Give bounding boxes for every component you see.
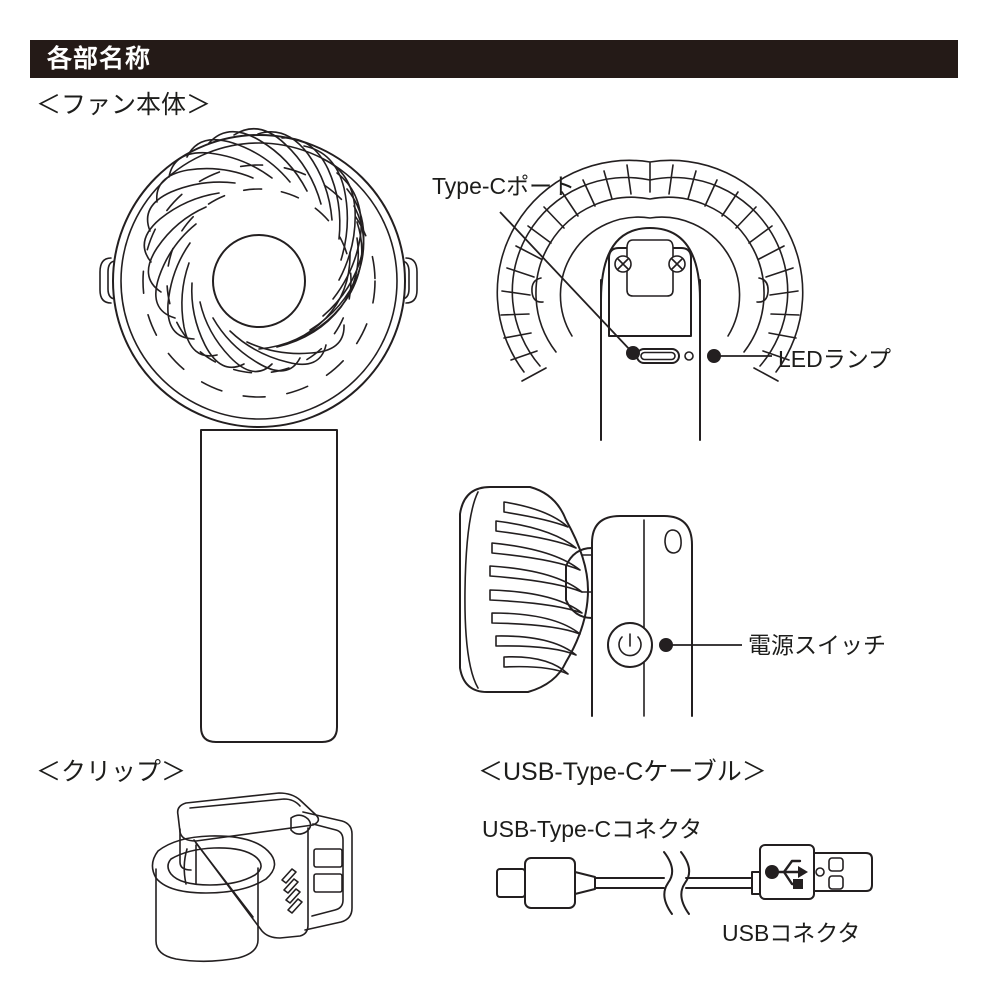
illustration-fan-side-view (459, 486, 742, 717)
usb-trident-icon (765, 859, 808, 889)
page-title: 各部名称 (47, 44, 152, 73)
leader-line-type-c (499, 211, 632, 352)
leader-dot-type-c (626, 346, 640, 360)
callout-label-power-switch: 電源スイッチ (748, 632, 886, 658)
callout-label-usb-connector: USBコネクタ (722, 920, 861, 946)
section-heading-clip: ＜クリップ＞ (36, 758, 187, 786)
type-c-port (636, 348, 680, 364)
cable-break-mark (663, 851, 674, 915)
power-switch-button (607, 622, 653, 668)
callout-label-led-lamp: LEDランプ (778, 346, 892, 372)
leader-dot-led (707, 349, 721, 363)
usb-a-plug-tip (813, 852, 873, 892)
page-header-bar: 各部名称 (30, 40, 958, 78)
usb-a-plug-housing (759, 844, 815, 900)
clip-grip-texture (281, 868, 303, 914)
callout-label-type-c-connector: USB-Type-Cコネクタ (482, 816, 703, 842)
led-pinhole (684, 351, 694, 361)
type-c-plug-housing (524, 857, 576, 909)
illustration-fan-rear-view (496, 159, 804, 441)
section-heading-cable: ＜USB-Type-Cケーブル＞ (478, 758, 767, 786)
illustration-clip (151, 792, 353, 963)
screw-marks (614, 255, 686, 273)
type-c-plug-tip (496, 868, 526, 898)
illustration-fan-front-view (99, 127, 418, 743)
leader-dot-power (659, 638, 673, 652)
section-heading-fan-body: ＜ファン本体＞ (36, 91, 212, 119)
illustration-usb-cable (496, 844, 873, 915)
cable-break-mark (680, 851, 691, 915)
side-grille-slats (489, 501, 583, 675)
callout-label-type-c-port: Type-Cポート (432, 173, 576, 199)
